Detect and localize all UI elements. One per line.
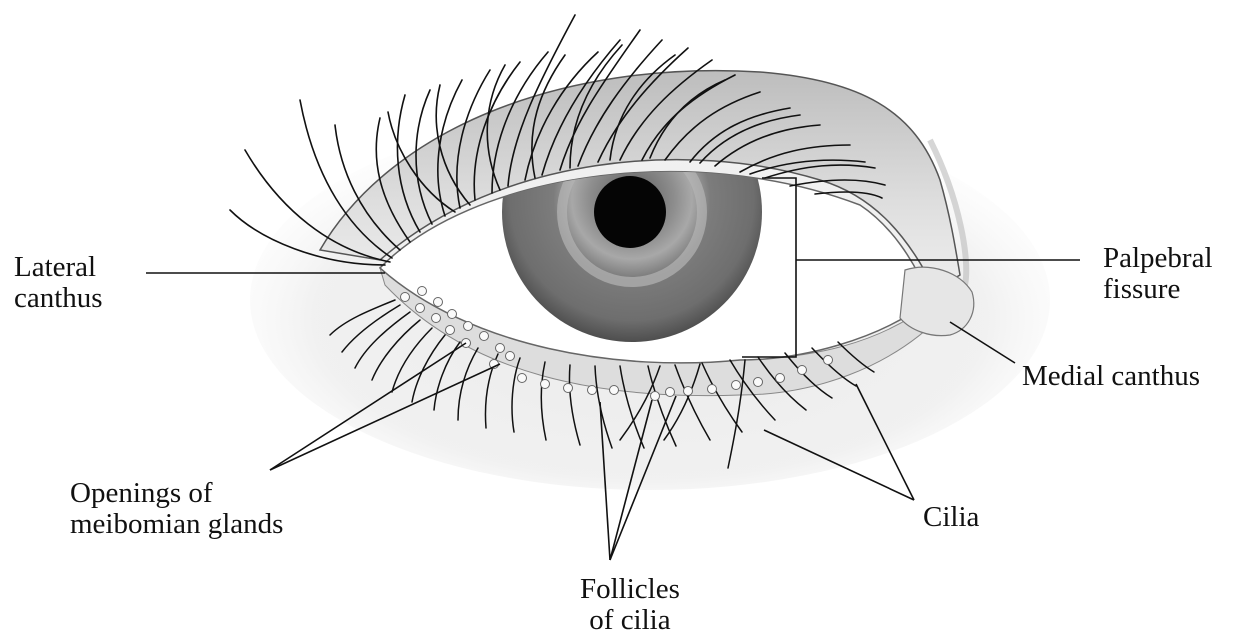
label-follicles-of-cilia: Follicles of cilia — [580, 574, 680, 636]
label-palpebral-fissure: Palpebral fissure — [1103, 243, 1213, 305]
label-meibomian-openings: Openings of meibomian glands — [70, 478, 283, 540]
label-lateral-canthus: Lateral canthus — [14, 252, 103, 314]
label-cilia: Cilia — [923, 502, 979, 533]
pupil — [594, 176, 666, 248]
label-medial-canthus: Medial canthus — [1022, 361, 1200, 392]
